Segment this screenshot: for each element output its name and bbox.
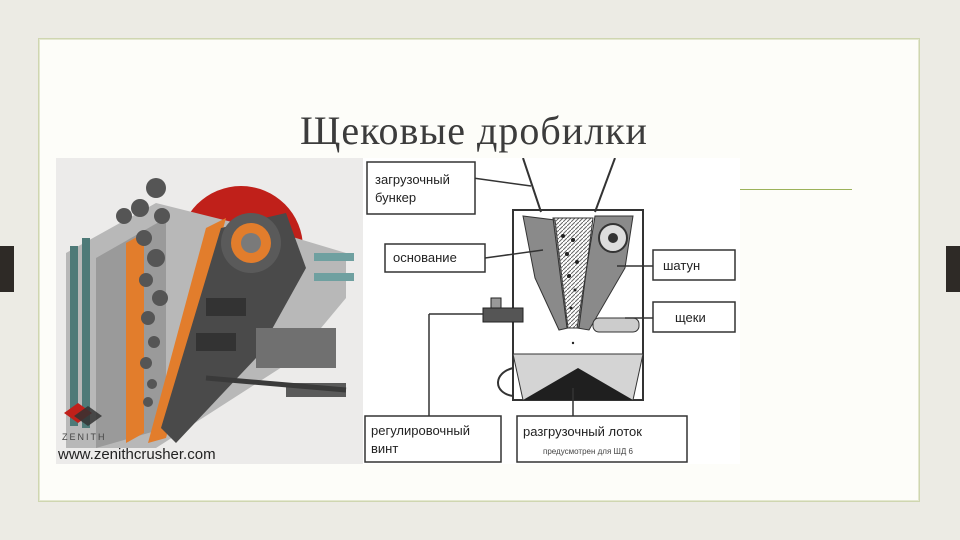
label-hopper: загрузочный бункер [366, 161, 476, 215]
crusher-illustration: ZENITH www.zenithcrusher.com [56, 158, 363, 464]
svg-text:бункер: бункер [375, 190, 416, 205]
slide-title: Щековые дробилки [300, 108, 648, 153]
svg-text:шатун: шатун [663, 258, 700, 273]
left-side-bar [0, 246, 14, 292]
hopper-wall-left [522, 157, 542, 213]
brand-name: ZENITH [62, 432, 107, 442]
jaw-slot [196, 333, 236, 351]
svg-text:предусмотрен для ШД 6: предусмотрен для ШД 6 [543, 447, 633, 456]
screw-head [490, 297, 502, 309]
label-jaws: щеки [652, 301, 736, 333]
svg-text:винт: винт [371, 441, 398, 456]
moving-jaw [161, 213, 306, 443]
zenith-logo [64, 403, 102, 426]
adjusting-screw [482, 307, 524, 323]
brand-url: www.zenithcrusher.com [57, 446, 216, 463]
jaw-slot [206, 298, 246, 316]
leader-lines [428, 177, 653, 422]
label-conrod: шатун [652, 249, 736, 281]
toggle-plate [592, 317, 640, 333]
frame-bracket [314, 273, 354, 281]
svg-text:загрузочный: загрузочный [375, 172, 450, 187]
side-rod [70, 246, 78, 426]
discharged-pile [523, 368, 633, 400]
label-discharge-chute: разгрузочный лоток предусмотрен для ШД 6 [516, 415, 688, 463]
title-accent-rule [736, 189, 852, 190]
svg-text:щеки: щеки [675, 310, 706, 325]
fixed-jaw-plate [126, 233, 144, 443]
right-side-bar [946, 246, 960, 292]
svg-text:регулировочный: регулировочный [371, 423, 470, 438]
chute-handle [497, 367, 514, 397]
tension-rod [205, 375, 347, 393]
frame-bracket [314, 253, 354, 261]
moving-jaw-plate [148, 218, 226, 443]
crushing-chamber [552, 217, 594, 329]
toggle-block [256, 328, 336, 368]
eccentric-center [608, 233, 618, 243]
svg-text:основание: основание [393, 250, 457, 265]
side-rod [82, 238, 90, 428]
label-adjusting-screw: регулировочный винт [364, 415, 502, 463]
crusher-schematic: загрузочный бункер основание шатун щеки … [363, 157, 740, 464]
svg-text:разгрузочный лоток: разгрузочный лоток [523, 424, 642, 439]
rocks [116, 178, 170, 407]
crusher-illustration-graphic: ZENITH www.zenithcrusher.com [57, 178, 354, 463]
schematic-diagram: загрузочный бункер основание шатун щеки … [364, 157, 736, 463]
hopper-wall-right [594, 157, 616, 213]
eccentric-shaft-core [241, 233, 261, 253]
label-base: основание [384, 243, 486, 273]
